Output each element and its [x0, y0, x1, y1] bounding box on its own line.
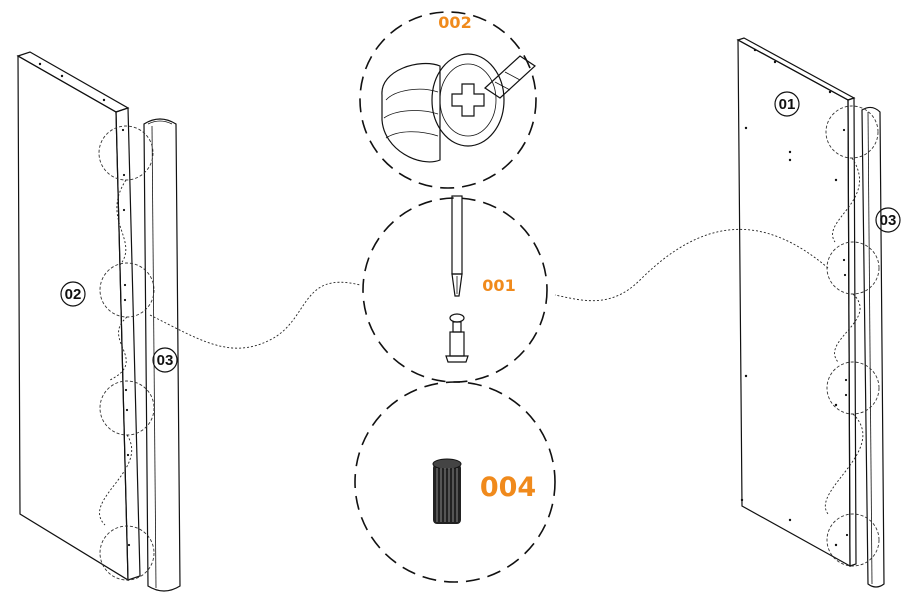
left-panel: [16, 51, 141, 582]
svg-text:02: 02: [65, 286, 82, 303]
callout-03-right: 03: [875, 207, 901, 233]
svg-text:01: 01: [779, 96, 796, 113]
svg-text:004: 004: [480, 472, 536, 503]
svg-text:002: 002: [438, 13, 471, 32]
callout-01: 01: [774, 91, 800, 117]
detail-004: 004: [354, 381, 556, 583]
left-wire: [99, 179, 361, 526]
svg-text:001: 001: [482, 276, 515, 295]
cam-lock-icon: [381, 53, 536, 163]
right-wire: [554, 157, 864, 515]
callout-02: 02: [60, 281, 86, 307]
svg-text:03: 03: [157, 352, 174, 369]
svg-text:03: 03: [880, 212, 897, 229]
dowel-icon: [432, 458, 462, 524]
right-profile: [861, 106, 885, 588]
detail-002: 002: [359, 11, 537, 189]
right-panel: [736, 37, 857, 568]
screwdriver-icon: [451, 195, 463, 297]
left-profile: [143, 118, 181, 592]
detail-001: 001: [362, 195, 548, 383]
connecting-pin-icon: [445, 313, 469, 363]
callout-03-left: 03: [152, 347, 178, 373]
